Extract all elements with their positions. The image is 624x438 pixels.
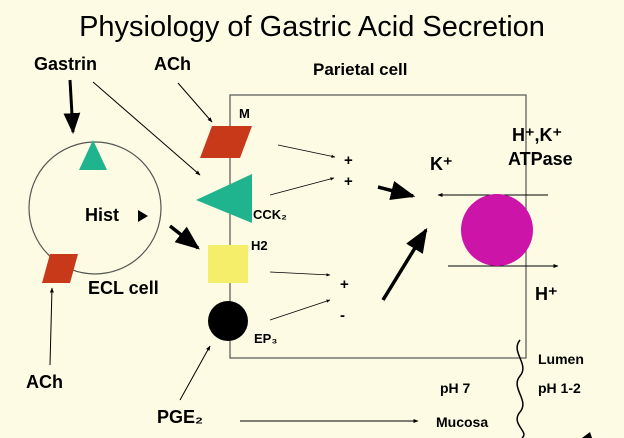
- muscarinic-receptor: [200, 126, 252, 158]
- gastrin-to-cck2-arrow: [92, 81, 201, 176]
- ph12-label: pH 1-2: [538, 380, 581, 396]
- lumen-label: Lumen: [538, 351, 584, 367]
- plus-m-label: +: [344, 152, 353, 169]
- m-signal-arrow: [277, 144, 336, 158]
- parietal-cell-label: Parietal cell: [313, 60, 408, 79]
- pge2-to-ep3-arrow: [179, 345, 211, 401]
- h-plus-label: H⁺: [535, 284, 558, 304]
- pge2-label: PGE₂: [157, 407, 203, 427]
- cck2-signal-arrow: [269, 177, 335, 196]
- h2-label: H2: [251, 238, 268, 253]
- ach-top-label: ACh: [154, 54, 191, 74]
- minus-ep3-label: -: [340, 307, 345, 324]
- pump-label-line1: H⁺,K⁺: [512, 125, 562, 145]
- ecl-cell-outline: [28, 141, 162, 275]
- plus-h2-label: +: [340, 276, 349, 293]
- m-receptor-label: M: [239, 106, 250, 121]
- cck2-receptor: [196, 174, 252, 223]
- ach-bottom-label: ACh: [26, 372, 63, 392]
- ecl-cell-label: ECL cell: [88, 278, 159, 298]
- h2-signal-arrow: [269, 271, 331, 277]
- hist-to-h2-arrow: [168, 224, 200, 250]
- gastrin-label: Gastrin: [34, 54, 97, 74]
- k-plus-label: K⁺: [430, 154, 453, 174]
- ecl-muscarinic-receptor: [42, 254, 78, 283]
- ph7-label: pH 7: [440, 380, 471, 396]
- edge-arrowhead: [582, 432, 592, 438]
- h2-receptor: [208, 245, 248, 283]
- plus-cck2-label: +: [344, 173, 353, 190]
- title: Physiology of Gastric Acid Secretion: [79, 11, 545, 43]
- gastrin-to-ecl-arrow: [63, 79, 81, 135]
- mucosa-label: Mucosa: [436, 414, 488, 430]
- signal-to-pump-arrow-lower: [381, 227, 428, 301]
- cck2-label: CCK₂: [253, 207, 287, 222]
- ep3-receptor: [208, 301, 248, 341]
- signal-to-pump-arrow-upper: [377, 181, 416, 200]
- ach-to-m-arrow: [177, 82, 213, 123]
- hist-label: Hist: [85, 205, 119, 225]
- pump-label-line2: ATPase: [508, 149, 573, 169]
- ep3-label: EP₃: [254, 331, 277, 346]
- proton-pump: [461, 194, 533, 266]
- hist-release-arrowhead: [138, 210, 148, 222]
- ecl-gastrin-receptor: [79, 140, 107, 170]
- ach-to-ecl-arrow: [49, 287, 54, 366]
- lumen-boundary: [516, 339, 525, 438]
- ep3-signal-arrow: [269, 299, 331, 321]
